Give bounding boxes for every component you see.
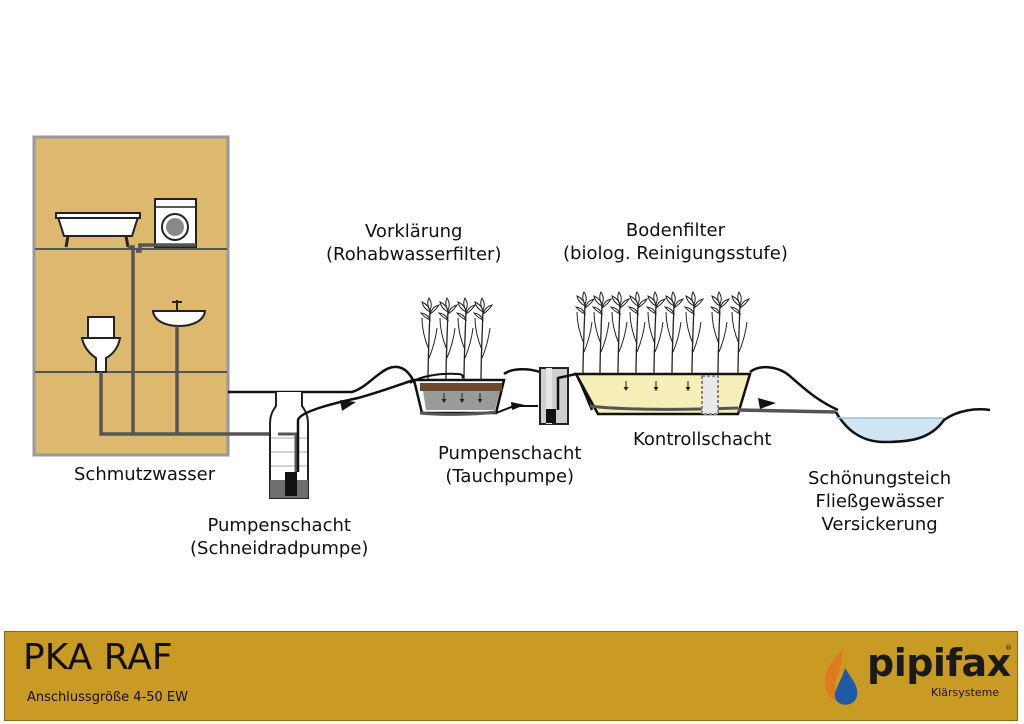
house: [32, 135, 230, 457]
logo-name: pipifax: [867, 641, 1011, 685]
kontrollschacht: [701, 375, 719, 415]
logo-tagline: Klärsysteme: [931, 686, 1000, 699]
pond: [834, 408, 991, 444]
vorklaerung-basin: [409, 297, 506, 416]
label-schmutzwasser: Schmutzwasser: [74, 464, 216, 485]
washbasin-icon: [151, 300, 207, 328]
footer-bar: PKA RAF Anschlussgröße 4-50 EW pipifax ®…: [4, 631, 1018, 721]
house-drain-pipes: [99, 243, 278, 436]
label-bodenfilter: Bodenfilter (biolog. Reinigungsstufe): [563, 220, 788, 264]
label-pumpenschacht-schneidradpumpe: Pumpenschacht (Schneidradpumpe): [190, 515, 369, 559]
washing-machine-icon: [154, 198, 197, 248]
flow-arrow-icon: [340, 400, 356, 411]
label-ablauf: Schönungsteich Fließgewässer Versickerun…: [808, 468, 952, 535]
pump-shaft-1: [269, 392, 309, 499]
cutting-pump-icon: [285, 472, 297, 496]
treatment-process-diagram: [32, 135, 991, 499]
logo-registered-mark: ®: [1005, 644, 1012, 652]
label-vorklaerung: Vorklärung (Rohabwasserfilter): [326, 221, 502, 265]
product-title: PKA RAF: [23, 637, 173, 678]
reed-plant-icon: [420, 297, 440, 381]
toilet-icon: [80, 316, 122, 373]
bodenfilter-basin: [573, 291, 752, 416]
product-subtitle: Anschlussgröße 4-50 EW: [27, 690, 188, 705]
pipifax-logo-icon: [824, 648, 858, 705]
submersible-pump-icon: [546, 409, 556, 423]
bathtub-icon: [55, 212, 141, 248]
label-pumpenschacht-tauchpumpe: Pumpenschacht (Tauchpumpe): [438, 443, 582, 487]
pump-shaft-2: [539, 367, 594, 425]
label-kontrollschacht: Kontrollschacht: [633, 429, 772, 450]
